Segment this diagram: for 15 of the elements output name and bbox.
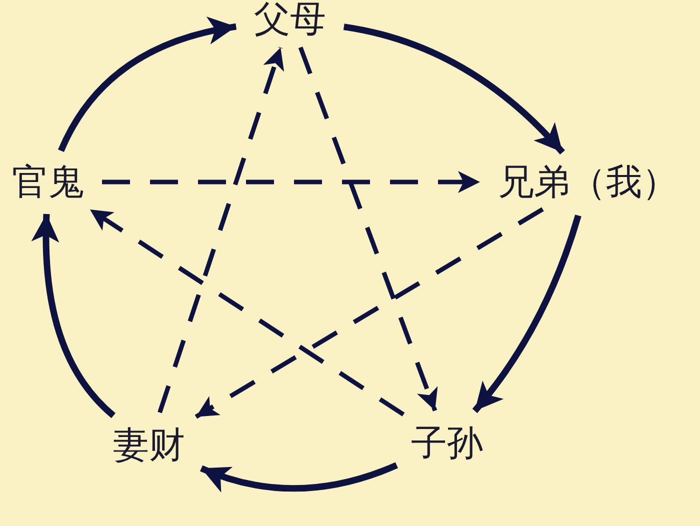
node-label: 子孙	[404, 420, 490, 466]
curved-arrow	[58, 18, 237, 152]
curved-arrow	[200, 462, 398, 492]
dashed-arrow	[88, 208, 405, 416]
node-label: 父母	[246, 0, 334, 38]
dashed-arrow	[298, 46, 438, 412]
node-label: 官鬼	[2, 160, 94, 204]
curved-arrow	[343, 24, 565, 155]
node-label: 兄弟（我）	[488, 160, 688, 204]
curved-arrow	[472, 214, 582, 414]
dashed-arrow	[158, 46, 284, 414]
dashed-arrow	[194, 207, 544, 419]
curved-arrow	[32, 214, 116, 418]
dashed-arrow	[102, 171, 480, 193]
node-label: 妻财	[104, 422, 194, 468]
